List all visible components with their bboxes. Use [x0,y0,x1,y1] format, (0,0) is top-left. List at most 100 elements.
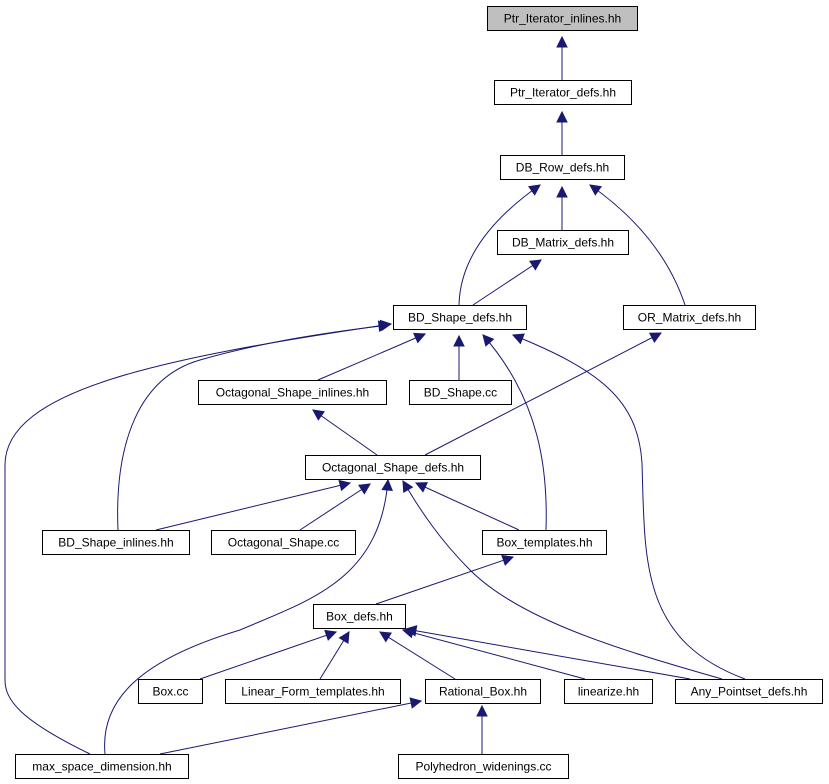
node-db-row-defs[interactable]: DB_Row_defs.hh [500,155,625,180]
node-label: max_space_dimension.hh [32,760,171,774]
node-bd-shape-inlines[interactable]: BD_Shape_inlines.hh [42,530,190,555]
node-box[interactable] [15,754,189,779]
node-any-pointset-defs[interactable]: Any_Pointset_defs.hh [675,679,823,704]
edge-box-cc-to-box-defs [199,629,338,680]
arrowhead-icon [338,631,350,644]
edge-line [199,631,337,680]
edge-line [155,482,351,531]
node-label: Octagonal_Shape.cc [228,536,339,550]
arrowhead-icon [453,334,465,347]
node-octagonal-shape-cc[interactable]: Octagonal_Shape.cc [211,530,356,555]
node-label: Polyhedron_widenings.cc [415,760,551,774]
node-box[interactable] [487,6,638,31]
edge-db-row-defs-to-ptr-iterator-defs [556,110,568,155]
node-octagonal-shape-inlines[interactable]: Octagonal_Shape_inlines.hh [198,380,387,405]
node-box[interactable] [675,679,823,704]
node-label: Octagonal_Shape_defs.hh [322,461,464,475]
node-ptr-iterator-inlines[interactable]: Ptr_Iterator_inlines.hh [487,6,638,31]
arrowhead-icon [556,185,568,198]
node-box[interactable] [409,380,512,405]
node-box[interactable] [42,530,190,555]
edge-box-templates-to-octagonal-shape-defs [414,482,520,531]
arrowhead-icon [414,482,428,493]
node-box-cc[interactable]: Box.cc [138,679,203,704]
node-box[interactable] [225,679,401,704]
node-ptr-iterator-defs[interactable]: Ptr_Iterator_defs.hh [494,80,632,105]
node-label: Any_Pointset_defs.hh [691,685,808,699]
edge-line [512,334,746,680]
node-max-space-dimension[interactable]: max_space_dimension.hh [15,754,189,779]
node-polyhedron-widenings[interactable]: Polyhedron_widenings.cc [398,754,569,779]
edge-max-space-dimension-to-bd-shape-defs [4,319,393,755]
node-box[interactable] [482,530,607,555]
edge-octagonal-shape-defs-to-or-matrix-defs [424,332,662,456]
node-label: Linear_Form_templates.hh [241,685,384,699]
edge-octagonal-shape-inlines-to-bd-shape-defs [317,332,427,381]
edge-db-matrix-defs-to-db-row-defs [556,185,568,230]
edge-line [458,184,541,306]
arrowhead-icon [312,409,325,421]
edge-linear-form-templates-to-box-defs [319,631,350,680]
node-label: Ptr_Iterator_defs.hh [510,86,616,100]
edge-box-defs-to-box-templates [375,554,515,605]
edge-ptr-iterator-defs-to-ptr-iterator-inlines [556,35,568,80]
edge-any-pointset-defs-to-bd-shape-defs [511,333,746,680]
node-box-templates[interactable]: Box_templates.hh [482,530,607,555]
node-box[interactable] [211,530,356,555]
node-box[interactable] [198,380,387,405]
arrowhead-icon [529,259,542,271]
arrowhead-icon [556,110,568,123]
node-bd-shape-cc[interactable]: BD_Shape.cc [409,380,512,405]
node-box[interactable] [497,230,629,255]
node-label: BD_Shape_inlines.hh [58,536,173,550]
node-label: Rational_Box.hh [439,685,527,699]
edge-rational-box-to-box-defs [379,631,456,680]
node-db-matrix-defs[interactable]: DB_Matrix_defs.hh [497,230,629,255]
edge-bd-shape-cc-to-bd-shape-defs [453,334,465,380]
edge-line [312,409,378,456]
node-box[interactable] [425,679,541,704]
node-box[interactable] [494,80,632,105]
edge-line [415,482,520,531]
node-box[interactable] [623,305,756,330]
node-box[interactable] [393,305,527,330]
node-label: linearize.hh [578,685,639,699]
arrowhead-icon [589,184,602,196]
node-box[interactable] [138,679,203,704]
node-bd-shape-defs[interactable]: BD_Shape_defs.hh [393,305,527,330]
node-label: OR_Matrix_defs.hh [638,311,741,325]
arrowhead-icon [324,629,338,641]
node-label: DB_Matrix_defs.hh [512,236,614,250]
edge-line [379,631,456,680]
arrowhead-icon [379,319,393,332]
edge-line [104,479,389,755]
arrowhead-icon [648,332,662,343]
arrowhead-icon [511,333,525,345]
node-label: DB_Row_defs.hh [516,161,609,175]
node-box[interactable] [564,679,653,704]
node-or-matrix-defs[interactable]: OR_Matrix_defs.hh [623,305,756,330]
node-box-defs[interactable]: Box_defs.hh [313,604,406,629]
edge-any-pointset-defs-to-octagonal-shape-defs [402,480,723,680]
node-box[interactable] [500,155,625,180]
edge-line [482,334,547,531]
node-octagonal-shape-defs[interactable]: Octagonal_Shape_defs.hh [305,455,481,480]
node-label: Ptr_Iterator_inlines.hh [504,12,621,26]
edge-line [317,333,426,381]
edge-box-templates-to-bd-shape-defs [482,334,547,531]
node-box[interactable] [305,455,481,480]
node-box[interactable] [398,754,569,779]
node-linear-form-templates[interactable]: Linear_Form_templates.hh [225,679,401,704]
edge-linearize-to-box-defs [401,627,586,680]
edge-line [117,324,390,531]
edge-line [299,483,371,531]
arrowhead-icon [482,334,495,347]
edge-max-space-dimension-to-octagonal-shape-defs [104,478,393,755]
node-box[interactable] [313,604,406,629]
edge-polyhedron-widenings-to-rational-box [476,704,488,754]
edges-layer [4,35,746,755]
node-linearize[interactable]: linearize.hh [564,679,653,704]
arrowhead-icon [556,35,568,48]
arrowhead-icon [528,184,541,196]
node-rational-box[interactable]: Rational_Box.hh [425,679,541,704]
